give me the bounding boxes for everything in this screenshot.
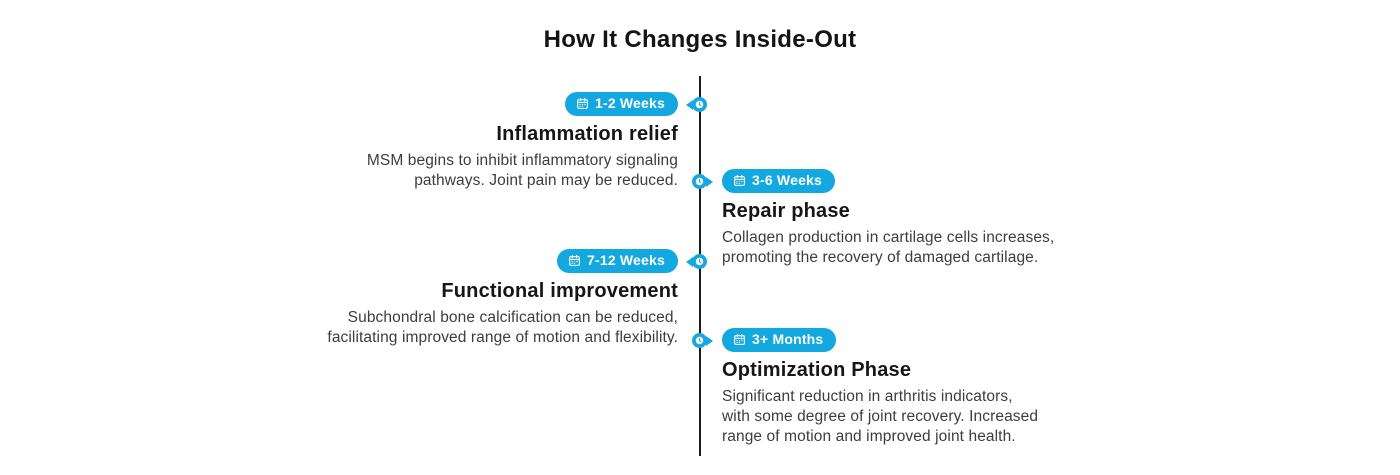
calendar-icon <box>576 97 589 110</box>
time-badge-label: 3-6 Weeks <box>752 172 823 188</box>
timeline-marker <box>692 333 713 348</box>
timeline-item-functional-improvement: 7-12 Weeks Functional improvement Subcho… <box>238 249 678 348</box>
time-badge-label: 7-12 Weeks <box>586 252 665 268</box>
phase-description: Collagen production in cartilage cells i… <box>722 229 1055 267</box>
calendar-icon <box>568 254 581 267</box>
phase-heading: Optimization Phase <box>722 359 912 381</box>
phase-heading: Inflammation relief <box>496 123 678 145</box>
phase-description: Subchondral bone calcification can be re… <box>327 309 678 347</box>
time-badge: 3+ Months <box>722 328 837 352</box>
timeline-marker <box>686 97 707 112</box>
phase-description: MSM begins to inhibit inflammatory signa… <box>366 152 678 190</box>
timeline-item-inflammation-relief: 1-2 Weeks Inflammation relief MSM begins… <box>238 92 678 191</box>
calendar-icon <box>733 174 746 187</box>
phase-heading: Functional improvement <box>441 280 678 302</box>
phase-heading: Repair phase <box>722 200 851 222</box>
marker-tail <box>706 335 713 346</box>
clock-icon <box>692 254 707 269</box>
timeline-item-optimization-phase: 3+ Months Optimization Phase Significant… <box>722 328 1162 447</box>
calendar-icon <box>733 333 746 346</box>
time-badge: 7-12 Weeks <box>556 249 678 273</box>
page-title: How It Changes Inside-Out <box>543 26 857 53</box>
timeline-item-repair-phase: 3-6 Weeks Repair phase Collagen producti… <box>722 169 1162 268</box>
timeline-marker <box>692 174 713 189</box>
time-badge: 1-2 Weeks <box>564 92 678 116</box>
marker-tail <box>686 99 693 110</box>
clock-icon <box>692 174 707 189</box>
clock-icon <box>692 97 707 112</box>
marker-tail <box>706 176 713 187</box>
time-badge-label: 3+ Months <box>752 331 824 347</box>
timeline-marker <box>686 254 707 269</box>
time-badge: 3-6 Weeks <box>722 169 836 193</box>
time-badge-label: 1-2 Weeks <box>594 95 665 111</box>
clock-icon <box>692 333 707 348</box>
phase-description: Significant reduction in arthritis indic… <box>722 388 1039 446</box>
marker-tail <box>686 256 693 267</box>
